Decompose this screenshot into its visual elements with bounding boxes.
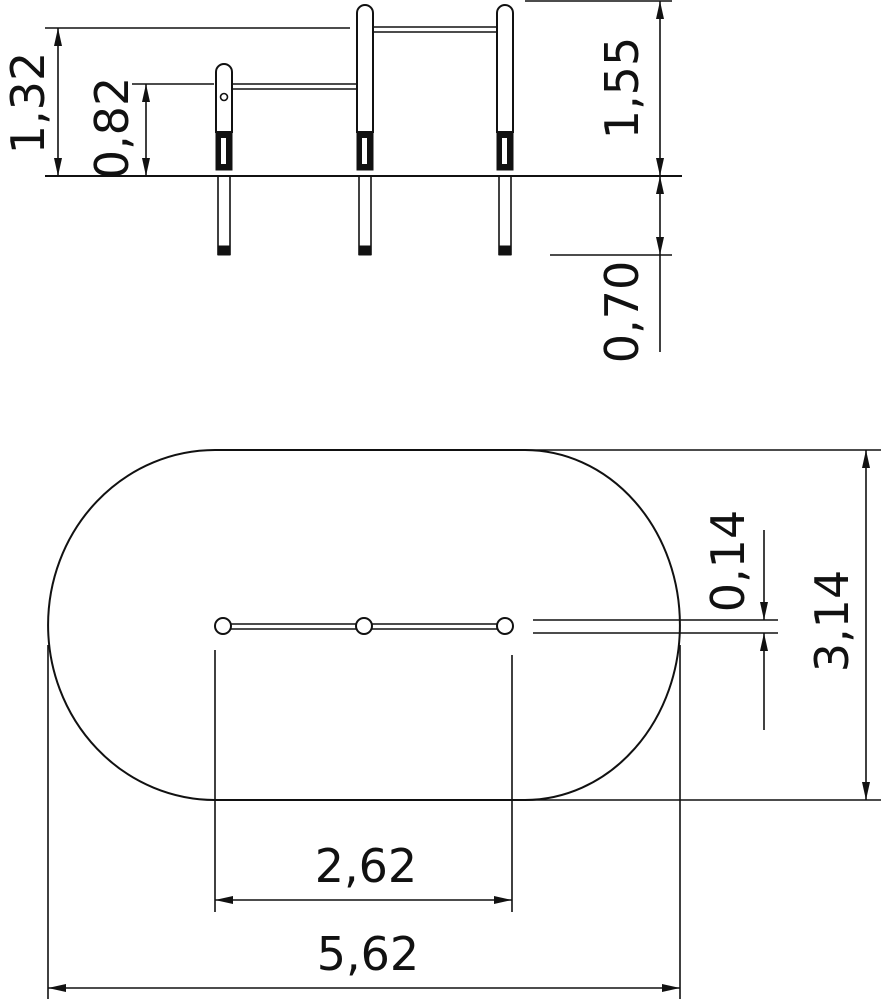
dim-low-bar-height: 0,82 (85, 77, 150, 179)
dim-foundation-depth: 0,70 (595, 176, 664, 363)
dim-bar-span: 2,62 (215, 839, 512, 904)
dim-label-foundation-depth: 0,70 (595, 261, 649, 363)
plan-post-right (496, 617, 514, 635)
bar-joint (219, 92, 229, 102)
plan-post-left (214, 617, 232, 635)
dim-label-area-length: 5,62 (317, 927, 419, 981)
dim-area-width: 3,14 (805, 450, 870, 800)
dim-label-low-bar-height: 0,82 (85, 77, 139, 179)
plan-post-middle (355, 617, 373, 635)
post-short (215, 63, 233, 256)
dim-label-post-height: 1,55 (595, 37, 649, 139)
dim-area-length: 5,62 (48, 927, 680, 992)
horizontal-bar-low (230, 83, 358, 90)
dim-label-total-height: 1,32 (1, 52, 55, 154)
elevation-view: 1,32 0,82 1,55 0,70 (1, 0, 682, 363)
dim-total-height: 1,32 (1, 28, 62, 176)
dim-pipe-gap: 0,14 (701, 510, 768, 730)
plan-bar (231, 623, 497, 630)
dim-label-bar-span: 2,62 (315, 839, 417, 893)
horizontal-bar-high (372, 26, 498, 33)
dim-label-pipe-gap: 0,14 (701, 510, 755, 612)
plan-view: 0,14 3,14 2,62 5,62 (47, 449, 881, 999)
post-tall-right (496, 4, 514, 256)
post-tall-middle (356, 4, 374, 256)
dim-label-area-width: 3,14 (805, 570, 859, 672)
dim-post-height: 1,55 (595, 1, 664, 176)
